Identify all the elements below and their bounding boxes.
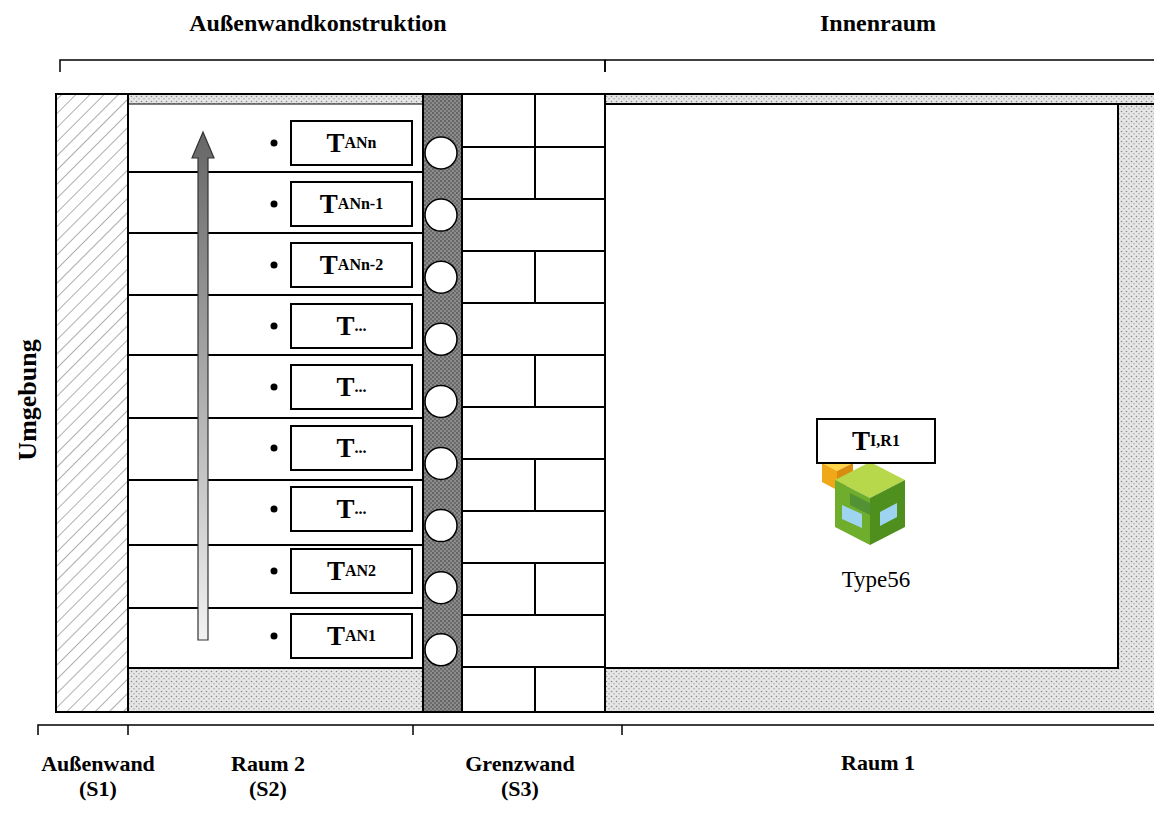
temperature-box: T... xyxy=(290,486,413,532)
temperature-index: ANn-2 xyxy=(338,256,383,274)
side-label: Umgebung xyxy=(13,339,43,460)
temperature-index: I,R1 xyxy=(870,432,900,450)
temperature-symbol: T xyxy=(327,621,345,652)
layer-label: Raum 2 (S2) xyxy=(222,751,314,802)
temperature-symbol: T xyxy=(320,250,338,281)
type56-icon xyxy=(822,455,905,545)
component-label: Type56 xyxy=(842,567,911,593)
temperature-index: ... xyxy=(355,500,367,518)
temperature-index: ... xyxy=(355,317,367,335)
temperature-symbol: T xyxy=(320,189,338,220)
temperature-symbol: T xyxy=(327,556,345,587)
temperature-symbol: T xyxy=(336,311,354,342)
temperature-box: TAN1 xyxy=(290,613,413,659)
layer-label: Raum 1 xyxy=(841,750,915,775)
layer-label: Außenwand (S1) xyxy=(36,751,161,802)
temperature-box: TANn xyxy=(290,120,413,166)
temperature-box: TANn-1 xyxy=(290,181,413,227)
temperature-index: ... xyxy=(355,439,367,457)
section-heading: Innenraum xyxy=(820,10,936,38)
layer-label: Grenzwand (S3) xyxy=(456,751,584,802)
temperature-index: AN2 xyxy=(345,562,376,580)
temperature-index: ANn xyxy=(345,134,377,152)
temperature-symbol: T xyxy=(336,372,354,403)
temperature-index: AN1 xyxy=(345,627,376,645)
temperature-symbol: T xyxy=(326,128,344,159)
temperature-index: ANn-1 xyxy=(338,195,383,213)
temperature-symbol: T xyxy=(336,494,354,525)
temperature-symbol: T xyxy=(336,433,354,464)
section-heading: Außenwandkonstruktion xyxy=(189,10,446,38)
temperature-box: TANn-2 xyxy=(290,242,413,288)
temperature-box: T... xyxy=(290,303,413,349)
temperature-box: TAN2 xyxy=(290,548,413,594)
temperature-symbol: T xyxy=(852,426,870,457)
temperature-box: T... xyxy=(290,364,413,410)
temperature-index: ... xyxy=(355,378,367,396)
temperature-box: TI,R1 xyxy=(816,418,936,464)
temperature-box: T... xyxy=(290,425,413,471)
